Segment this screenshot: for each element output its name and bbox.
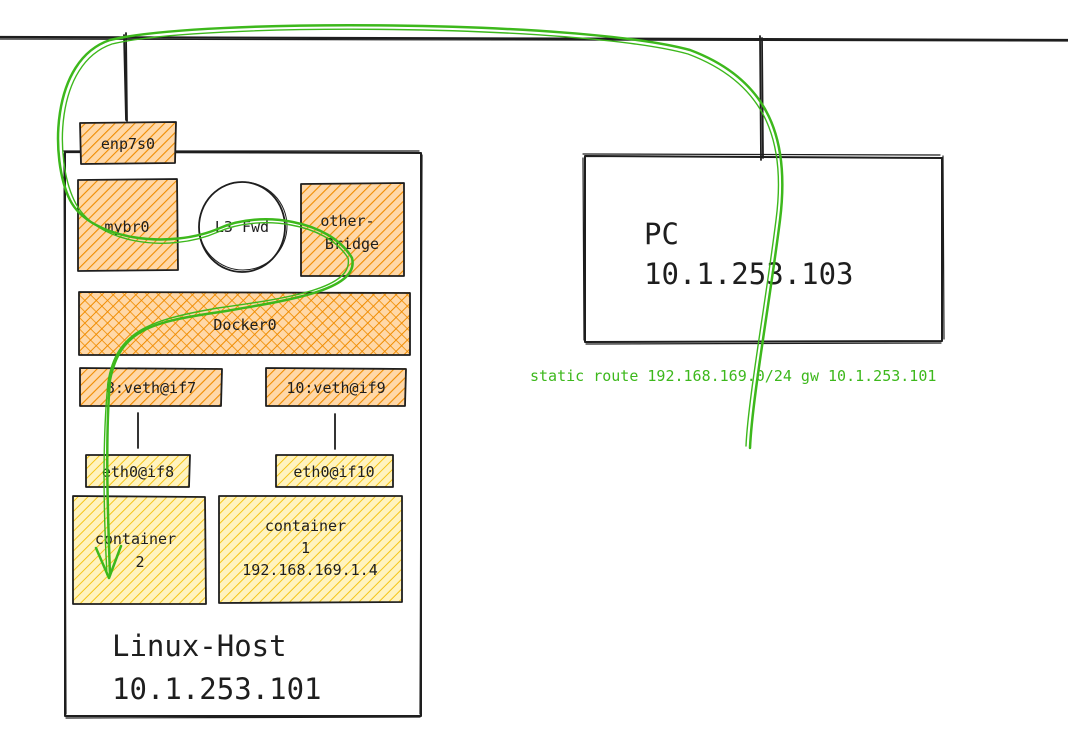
- container-1-label-line3: 192.168.169.1.4: [242, 561, 377, 579]
- container-1: container 1 192.168.169.1.4: [218, 495, 403, 604]
- pc-ip: 10.1.253.103: [644, 257, 854, 291]
- svg-text:PC 10.1.253.103: PC 10.1.253.103: [644, 217, 854, 291]
- l3-fwd-router: L3 Fwd: [198, 181, 288, 273]
- linux-host-name: Linux-Host: [112, 629, 287, 663]
- mybr0-bridge: mybr0: [77, 178, 179, 272]
- linux-host-box: [62, 150, 423, 719]
- docker0-label: Docker0: [213, 316, 276, 334]
- eth-right: eth0@if10: [275, 454, 394, 488]
- linux-host-ip: 10.1.253.101: [112, 672, 322, 706]
- pc-box: [582, 153, 945, 345]
- docker0-bridge: Docker0: [78, 291, 411, 356]
- container-2-label-line1: container: [95, 530, 176, 548]
- svg-text:container 2: container 2: [95, 530, 185, 571]
- veth-left: 8:veth@if7: [79, 367, 223, 407]
- container-2-label-line2: 2: [135, 553, 144, 571]
- svg-text:container 1 192.16: container 1 192.168.169.1.4: [242, 517, 377, 579]
- veth-right-label: 10:veth@if9: [286, 379, 385, 397]
- container-1-label-line1: container: [265, 517, 346, 535]
- pc-name: PC: [644, 217, 679, 251]
- other-bridge-label-line2: Bridge: [325, 235, 379, 253]
- eth-right-label: eth0@if10: [293, 463, 374, 481]
- network-bus: [0, 35, 1068, 42]
- pc-uplink-line: [759, 35, 764, 161]
- enp7s0-label: enp7s0: [101, 135, 155, 153]
- veth-left-label: 8:veth@if7: [106, 379, 196, 397]
- eth-left: eth0@if8: [85, 454, 191, 488]
- veth-right: 10:veth@if9: [265, 367, 407, 407]
- host-uplink-line: [123, 32, 128, 122]
- container-2: container 2: [72, 495, 207, 605]
- static-route-note: static route 192.168.169.0/24 gw 10.1.25…: [530, 367, 936, 385]
- other-bridge-label-line1: other-: [320, 212, 374, 230]
- route-path: [56, 23, 784, 580]
- svg-text:other- Bridge: other- Bridge: [320, 212, 383, 253]
- container-1-label-line2: 1: [301, 539, 310, 557]
- enp7s0-interface: enp7s0: [79, 121, 177, 165]
- svg-text:Linux-Host 10.1.253.101: Linux-Host 10.1.253.101: [112, 629, 322, 706]
- eth-left-label: eth0@if8: [102, 463, 174, 481]
- mybr0-label: mybr0: [104, 218, 149, 236]
